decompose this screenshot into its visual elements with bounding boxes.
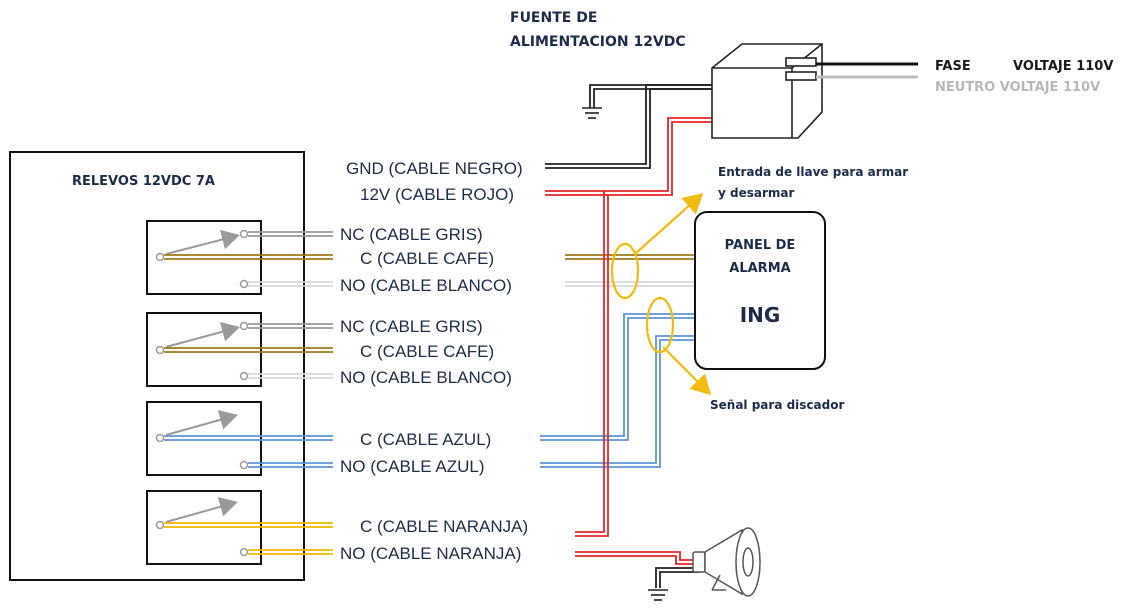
mains-wires: [816, 62, 918, 79]
fase-voltage: VOLTAJE 110V: [1013, 59, 1113, 74]
dialer-note: Señal para discador: [710, 398, 844, 412]
wire-horn-ground: [655, 567, 700, 588]
relay-switch-icon: [165, 229, 240, 255]
power-supply-title-2: ALIMENTACION 12VDC: [510, 34, 686, 50]
key-input-note-2: y desarmar: [718, 186, 794, 200]
alarm-panel: [694, 211, 826, 370]
wire-12v-label: 12V (CABLE ROJO): [360, 185, 514, 204]
wire-gnd-label: GND (CABLE NEGRO): [346, 159, 523, 178]
relay-3: [146, 401, 262, 476]
wire-r2-c: [164, 347, 333, 353]
wire-r2-c-label: C (CABLE CAFE): [360, 342, 494, 361]
ground-icon: [582, 107, 602, 119]
wire-r2-no-label: NO (CABLE BLANCO): [340, 368, 512, 387]
neutro-label: NEUTRO VOLTAJE 110V: [935, 80, 1100, 95]
key-input-note-1: Entrada de llave para armar: [718, 165, 908, 179]
power-adapter-icon: [711, 43, 823, 139]
dialer-arrow: [662, 346, 712, 396]
wire-r3-no: [248, 335, 695, 468]
wire-r4-c: [164, 522, 333, 528]
wire-r1-nc: [248, 231, 333, 237]
relay-board: [9, 151, 305, 581]
wire-r1-nc-label: NC (CABLE GRIS): [340, 225, 483, 244]
relay-2: [146, 312, 262, 387]
dialer-marker: [645, 296, 675, 354]
power-supply-title-1: FUENTE DE: [510, 10, 597, 26]
wire-r1-c: [164, 254, 695, 260]
relay-switch-icon: [165, 322, 240, 348]
wire-r2-nc-label: NC (CABLE GRIS): [340, 317, 483, 336]
wire-r2-no: [248, 373, 333, 379]
key-input-marker: [610, 242, 640, 300]
alarm-panel-title-1: PANEL DE: [725, 238, 796, 253]
wire-gnd: [545, 84, 712, 169]
wire-r4-c-label: C (CABLE NARANJA): [360, 517, 528, 536]
wire-r3-c: [164, 313, 695, 441]
ground-icon: [648, 589, 668, 601]
key-input-arrow: [635, 193, 704, 254]
wire-r3-c-label: C (CABLE AZUL): [360, 430, 491, 449]
relay-board-title: RELEVOS 12VDC 7A: [72, 174, 215, 189]
wire-r1-no: [248, 281, 695, 287]
wire-r1-no-label: NO (CABLE BLANCO): [340, 276, 512, 295]
horn-speaker-icon: [692, 527, 761, 597]
alarm-panel-title-2: ALARMA: [729, 261, 790, 276]
wire-r4-no: [248, 549, 333, 555]
wire-r3-no-label: NO (CABLE AZUL): [340, 457, 485, 476]
wire-r4-no-label: NO (CABLE NARANJA): [340, 544, 521, 563]
wire-12v: [545, 117, 712, 565]
wire-r1-c-label: C (CABLE CAFE): [360, 249, 494, 268]
alarm-panel-input: ING: [740, 303, 781, 327]
relay-1: [146, 220, 262, 295]
relay-switch-icon: [165, 410, 238, 436]
fase-label: FASE: [935, 59, 971, 74]
wire-r2-nc: [248, 323, 333, 329]
relay-switch-icon: [165, 497, 238, 523]
